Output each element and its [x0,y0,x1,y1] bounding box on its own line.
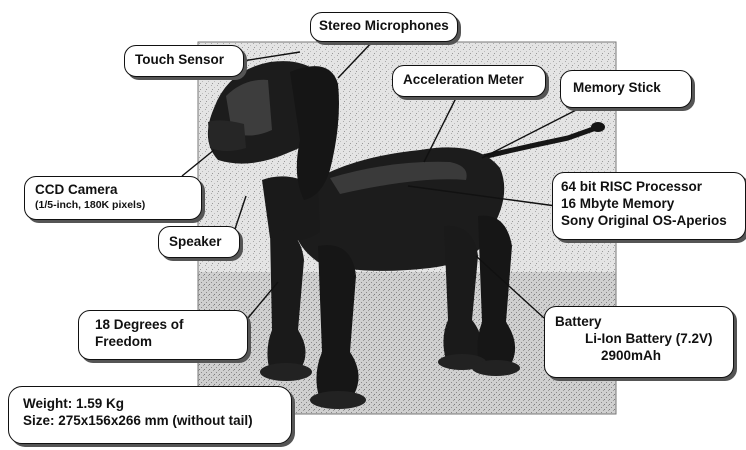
degrees-of-freedom-line1: 18 Degrees of [95,317,231,334]
battery-capacity-label: 2900mAh [555,348,723,365]
ccd-camera-label: CCD Camera [35,182,191,199]
memory-stick-callout: Memory Stick [560,70,692,108]
degrees-of-freedom-callout: 18 Degrees of Freedom [78,310,248,360]
touch-sensor-callout: Touch Sensor [124,45,244,77]
specs-callout: Weight: 1.59 Kg Size: 275x156x266 mm (wi… [8,386,292,444]
robot-front-right-leg [316,245,358,400]
ccd-camera-callout: CCD Camera (1/5-inch, 180K pixels) [24,176,202,220]
memory-stick-label: Memory Stick [573,80,679,97]
stereo-microphones-callout: Stereo Microphones [310,12,458,42]
robot-front-left-leg [267,230,305,372]
weight-label: Weight: 1.59 Kg [23,396,277,413]
acceleration-meter-callout: Acceleration Meter [392,65,546,97]
battery-title: Battery [555,314,723,331]
touch-sensor-label: Touch Sensor [135,52,233,69]
speaker-label: Speaker [169,234,229,251]
memory-label: 16 Mbyte Memory [561,196,737,213]
os-label: Sony Original OS-Aperios [561,213,737,230]
degrees-of-freedom-line2: Freedom [95,334,231,351]
size-label: Size: 275x156x266 mm (without tail) [23,413,277,430]
speaker-callout: Speaker [158,226,240,258]
acceleration-meter-label: Acceleration Meter [403,72,535,89]
processor-callout: 64 bit RISC Processor 16 Mbyte Memory So… [552,172,746,240]
ccd-camera-detail: (1/5-inch, 180K pixels) [35,199,191,212]
battery-type-label: Li-Ion Battery (7.2V) [555,331,723,348]
battery-callout: Battery Li-Ion Battery (7.2V) 2900mAh [544,306,734,378]
processor-label: 64 bit RISC Processor [561,179,737,196]
stereo-microphones-label: Stereo Microphones [319,18,449,35]
